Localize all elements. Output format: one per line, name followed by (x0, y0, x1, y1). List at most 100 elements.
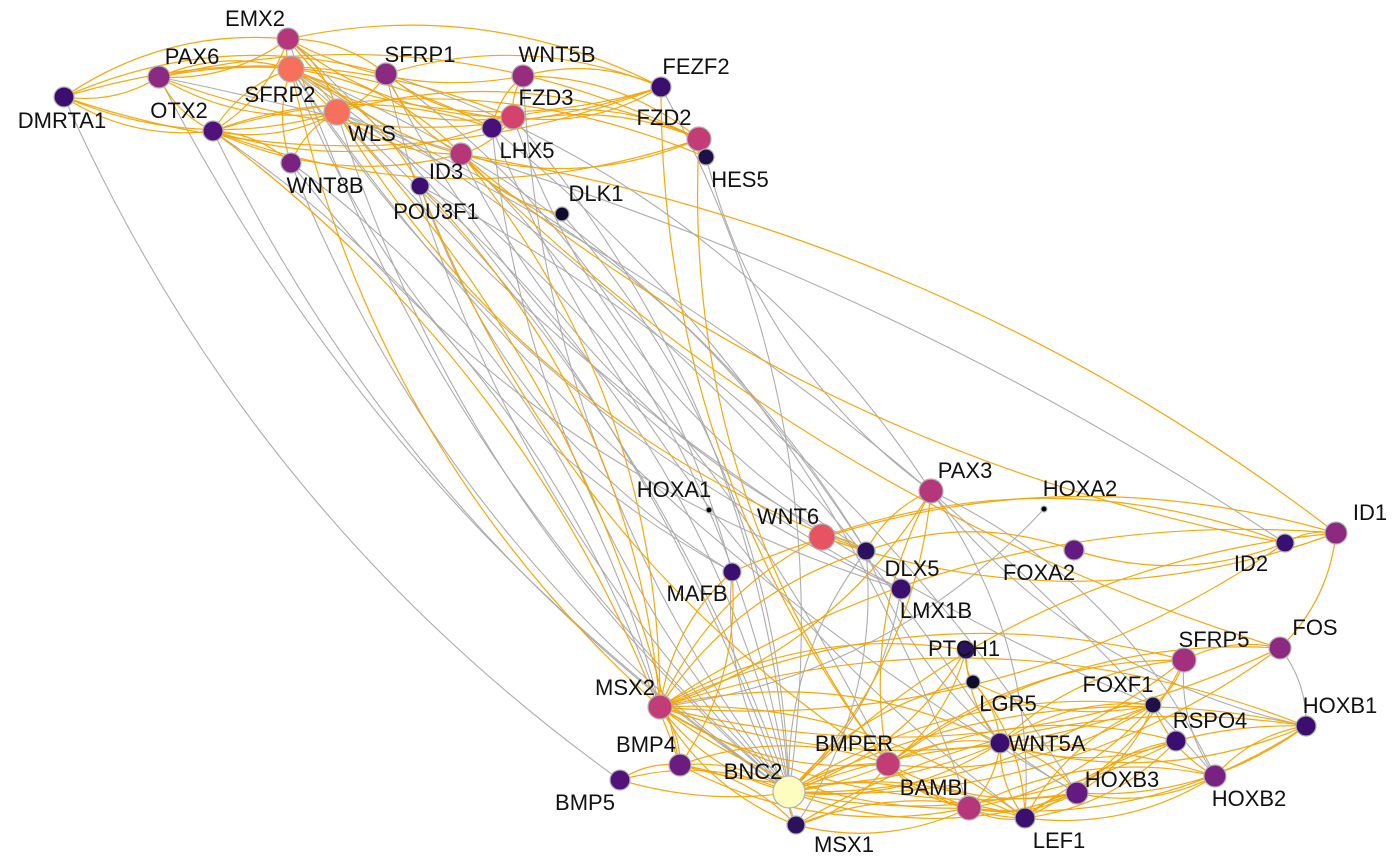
edge-POU3F1-MSX2 (419, 185, 661, 708)
node-foxf1 (1144, 696, 1162, 714)
edge-PTCH1-MSX2 (659, 643, 967, 708)
node-label-lgr5: LGR5 (979, 691, 1036, 716)
node-label-otx2: OTX2 (150, 98, 207, 123)
edge-OTX2-FZD2 (212, 130, 700, 180)
node-label-msx1: MSX1 (814, 832, 874, 857)
edge-SFRP1-MAFB (385, 73, 733, 573)
node-ptch1 (956, 640, 976, 660)
edge-FOXF1-BMPER (887, 704, 1154, 769)
edge-ID3-WLS (336, 111, 462, 155)
edge-SFRP1-LMX1B (385, 73, 902, 590)
node-label-msx2: MSX2 (595, 675, 655, 700)
edge-DMRTA1-OTX2 (63, 96, 214, 134)
node-label-bmper: BMPER (815, 731, 893, 756)
edge-EMX2-ID3 (287, 38, 462, 155)
edge-SFRP2-BMP4 (290, 68, 681, 766)
edge-HOXB2-HOXB3 (1076, 775, 1216, 799)
edge-EMX2-FZD3 (287, 38, 514, 118)
edge-SFRP5-HOXB2 (1182, 659, 1216, 777)
edge-PAX3-LEF1 (930, 490, 1027, 819)
node-label-pax6: PAX6 (165, 44, 220, 69)
edge-ID3-MSX2 (460, 153, 661, 708)
node-label-hoxa1: HOXA1 (637, 477, 712, 502)
nodes-layer (53, 27, 1348, 835)
node-bmper (875, 751, 901, 777)
edge-OTX2-MSX2 (212, 130, 661, 708)
node-label-foxa2: FOXA2 (1003, 560, 1075, 585)
edge-SFRP2-DLX5 (290, 68, 867, 552)
edge-PAX6-FEZF2 (158, 76, 662, 128)
edge-ID3-DLX5 (460, 153, 867, 552)
node-wnt6 (808, 523, 836, 551)
edge-WNT8B-MSX2 (290, 162, 661, 708)
node-bmp5 (609, 769, 631, 791)
node-wnt8b (280, 152, 302, 174)
edge-WLS-FZD2 (336, 90, 700, 140)
edge-BMP5-BMPER (619, 763, 889, 798)
edge-DLX5-MSX2 (659, 550, 867, 708)
node-label-foxf1: FOXF1 (1083, 672, 1154, 697)
edge-SFRP2-ID3 (290, 68, 462, 155)
node-lhx5 (481, 117, 503, 139)
node-label-pou3f1: POU3F1 (393, 199, 479, 224)
edge-HOXB1-LEF1 (1024, 725, 1307, 819)
node-label-pax3: PAX3 (938, 458, 993, 483)
edge-DLK1-BNC2 (561, 213, 790, 793)
edge-DLX5-BNC2 (788, 550, 867, 793)
edge-BMPER-WNT5A (887, 740, 1001, 765)
edge-SFRP2-HOXB3 (290, 68, 1078, 794)
node-mafb (722, 562, 742, 582)
edge-MSX2-BNC2 (659, 706, 790, 793)
edge-FEZF2-BMPER (660, 86, 889, 765)
node-label-id2: ID2 (1234, 551, 1268, 576)
node-lmx1b (890, 578, 912, 600)
edge-HOXB1-MSX1 (795, 715, 1307, 826)
edge-HOXB3-BNC2 (788, 791, 1078, 820)
edge-BAMBI-MSX1 (795, 807, 970, 834)
node-label-lmx1b: LMX1B (900, 598, 972, 623)
edge-POU3F1-HOXB3 (419, 185, 1078, 794)
edge-DLX5-HOXB3 (865, 550, 1078, 794)
edge-POU3F1-MAFB (419, 185, 733, 573)
edge-SFRP1-ID3 (385, 73, 462, 155)
edge-SFRP5-WNT5A (999, 659, 1185, 744)
edge-ID1-BNC2 (788, 532, 1337, 793)
edge-LEF1-MSX1 (795, 800, 1026, 826)
edge-BNC2-WNT5A (788, 742, 1001, 795)
edge-ID3-ID1 (460, 153, 1337, 534)
node-label-sfrp5: SFRP5 (1179, 627, 1250, 652)
edge-PAX6-BNC2 (158, 76, 790, 793)
edge-WNT8B-BNC2 (290, 162, 790, 793)
node-label-sfrp2: SFRP2 (245, 82, 316, 107)
edge-OTX2-BNC2 (212, 130, 790, 793)
edge-PAX6-WLS (158, 76, 338, 116)
node-otx2 (202, 120, 224, 142)
node-foxa2 (1063, 539, 1085, 561)
edge-BMP4-BAMBI (679, 764, 970, 818)
node-fzd3 (500, 104, 526, 130)
edge-SFRP5-BNC2 (788, 659, 1185, 793)
node-dmrta1 (53, 86, 75, 108)
edge-HOXA2-MSX2 (659, 508, 1045, 708)
edge-EMX2-OTX2 (212, 38, 289, 132)
edge-PTCH1-WNT5A (965, 649, 1001, 744)
node-bmp4 (668, 753, 692, 777)
edge-OTX2-ID3 (212, 130, 462, 167)
edge-FZD2-BMPER (696, 138, 889, 765)
node-label-wnt5a: WNT5A (1009, 731, 1086, 756)
node-bnc2 (772, 775, 806, 809)
edge-EMX2-DMRTA1 (63, 36, 289, 98)
edge-RSPO4-HOXB3 (1076, 740, 1177, 794)
edge-ID3-DLK1 (460, 153, 563, 215)
node-label-hoxb3: HOXB3 (1085, 767, 1160, 792)
edge-WNT6-ID2 (821, 497, 1286, 544)
node-label-bnc2: BNC2 (724, 759, 783, 784)
edge-ID3-FZD2 (460, 138, 700, 170)
edge-EMX2-FEZF2 (287, 24, 662, 88)
edge-HOXB2-LEF1 (1024, 775, 1216, 822)
node-lef1 (1014, 807, 1036, 829)
node-label-hes5: HES5 (711, 167, 768, 192)
node-id1 (1324, 521, 1348, 545)
node-id2 (1275, 533, 1295, 553)
